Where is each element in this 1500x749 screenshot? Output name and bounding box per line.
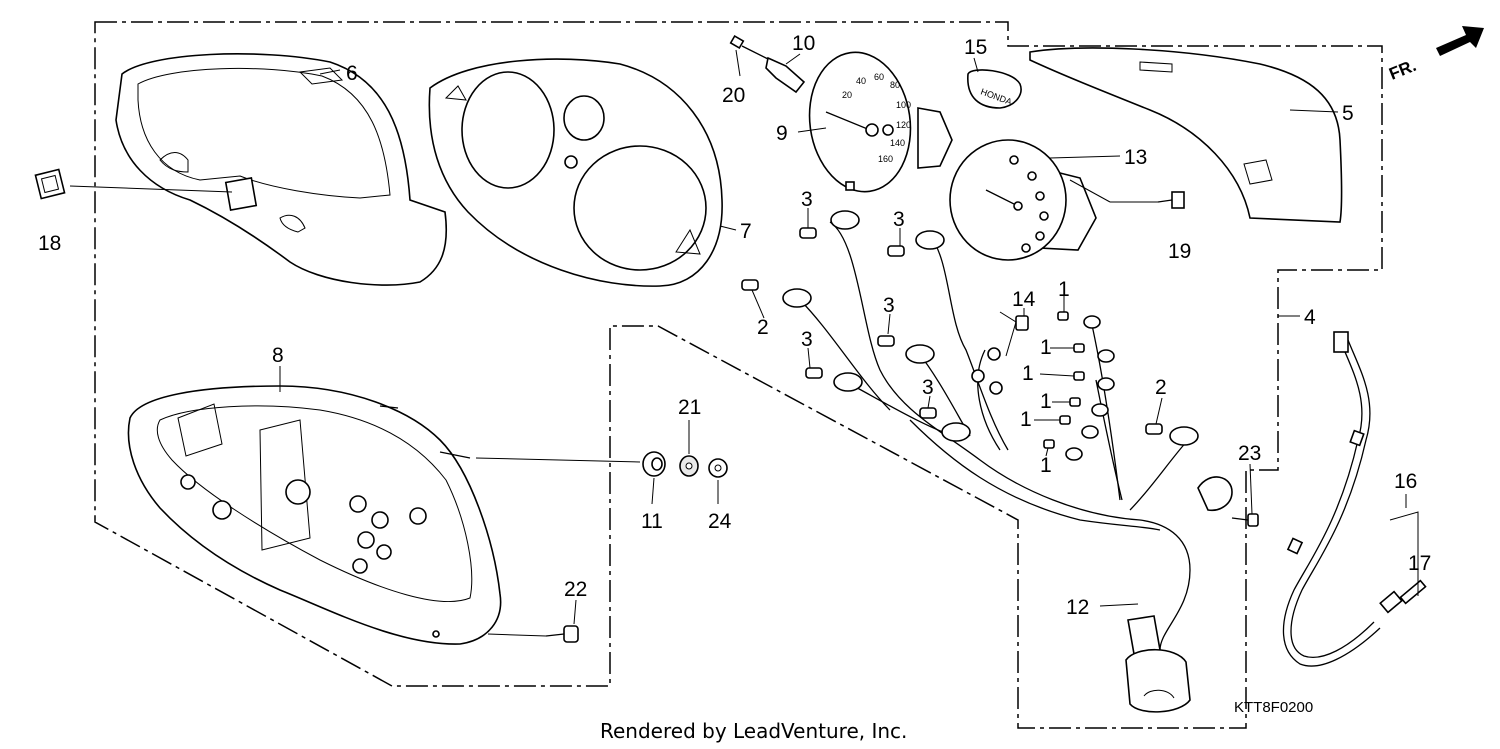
tachometer	[949, 139, 1097, 261]
callout-5: 5	[1342, 102, 1354, 125]
callout-3: 3	[801, 188, 813, 211]
callout-2: 2	[757, 316, 769, 339]
socket-and-screw	[729, 34, 806, 94]
callout-3: 3	[893, 208, 905, 231]
callout-6: 6	[346, 62, 358, 85]
bulb-sockets	[741, 210, 1199, 461]
callout-4: 4	[1304, 306, 1316, 329]
screw-22	[545, 625, 579, 643]
callout-8: 8	[272, 344, 284, 367]
meter-cover-panel	[1029, 47, 1343, 223]
leader-lines	[69, 49, 1419, 637]
callout-19: 19	[1168, 240, 1191, 263]
assembly-boundary	[94, 21, 1383, 729]
diagram-code: KTT8F0200	[1234, 699, 1313, 716]
callout-2: 2	[1155, 376, 1167, 399]
callout-12: 12	[1066, 596, 1089, 619]
svg-text:120: 120	[896, 120, 911, 130]
screw-19	[1157, 191, 1185, 209]
callout-10: 10	[792, 32, 815, 55]
meter-panel	[428, 58, 723, 287]
callout-1: 1	[1022, 362, 1034, 385]
callout-14: 14	[1012, 288, 1036, 311]
meter-case	[127, 385, 502, 645]
meter-cover	[115, 53, 448, 286]
front-label: FR.	[1386, 56, 1419, 84]
callout-18: 18	[38, 232, 61, 255]
callout-1: 1	[1040, 390, 1052, 413]
clamp-and-screw	[1197, 476, 1259, 527]
footer-credit: Rendered by LeadVenture, Inc.	[600, 719, 907, 743]
speedometer: 20 40 60 80 100 120 140 160	[808, 51, 953, 193]
svg-text:100: 100	[896, 100, 911, 110]
callout-21: 21	[678, 396, 701, 419]
callout-22: 22	[564, 578, 587, 601]
callout-17: 17	[1408, 552, 1431, 575]
callout-1: 1	[1040, 454, 1052, 477]
callout-13: 13	[1124, 146, 1147, 169]
callout-16: 16	[1394, 470, 1417, 493]
svg-text:40: 40	[856, 76, 866, 86]
svg-text:160: 160	[878, 154, 893, 164]
callout-3: 3	[883, 294, 895, 317]
callout-11: 11	[641, 510, 663, 533]
front-direction-arrow: FR.	[1386, 26, 1484, 84]
callout-24: 24	[708, 510, 732, 533]
svg-text:20: 20	[842, 90, 852, 100]
callout-7: 7	[740, 220, 752, 243]
callout-3: 3	[801, 328, 813, 351]
emblem	[34, 168, 66, 200]
svg-text:80: 80	[890, 80, 900, 90]
callout-3: 3	[922, 376, 934, 399]
callout-1: 1	[1020, 408, 1032, 431]
callout-23: 23	[1238, 442, 1261, 465]
svg-text:140: 140	[890, 138, 905, 148]
callout-1: 1	[1040, 336, 1052, 359]
callout-labels: 1 1 1 1 1 1 2 2 3 3 3 3 3 4 5 6 7 8 9 10…	[38, 32, 1431, 619]
grommet-washer-nut	[642, 451, 728, 478]
callout-15: 15	[964, 36, 987, 59]
speedometer-cable	[1282, 331, 1427, 667]
callout-9: 9	[776, 122, 788, 145]
wire-harness	[799, 221, 1191, 713]
callout-20: 20	[722, 84, 745, 107]
honda-badge: HONDA	[967, 69, 1022, 109]
svg-text:60: 60	[874, 72, 884, 82]
callout-1: 1	[1058, 278, 1070, 301]
